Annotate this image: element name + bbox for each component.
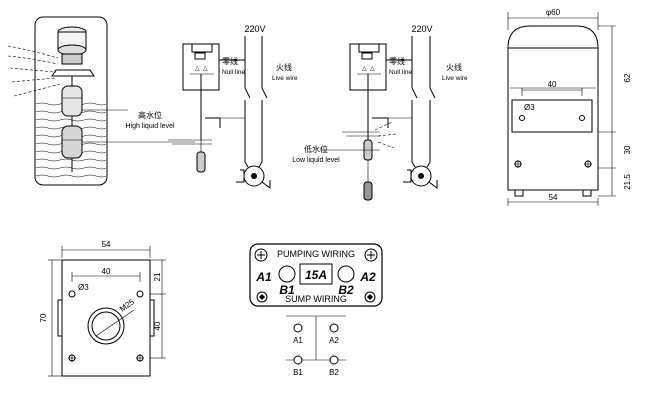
neutral-label-en-1: Null line xyxy=(222,69,246,76)
wiring-diagram-high: 220V △ △ 零线 Null line 火线 Live wire xyxy=(168,24,298,189)
neutral-label-en-2: Null line xyxy=(389,69,413,76)
float-switch-tank-illustration xyxy=(7,16,108,186)
pump-1 xyxy=(236,161,271,189)
low-level-label-cn: 低水位 xyxy=(304,144,328,154)
high-level-label-en: High liquid level xyxy=(125,123,174,130)
terminal-a2: A2 xyxy=(359,270,376,284)
front-hole-span: 40 xyxy=(102,267,111,276)
svg-text:△: △ xyxy=(362,66,367,72)
front-view-drawing: 54 40 Ø3 M25 70 21 40 xyxy=(39,240,166,377)
pin-a2: A2 xyxy=(329,336,339,345)
side-hole-span: 40 xyxy=(548,80,557,89)
live-label-cn-1: 火线 xyxy=(276,62,292,72)
sump-wiring-label: SUMP WIRING xyxy=(285,294,347,304)
pump-2 xyxy=(403,161,438,189)
terminal-block: PUMPING WIRING SUMP WIRING 15A A1 A2 B1 … xyxy=(249,243,383,307)
front-side-mid: 40 xyxy=(153,321,162,330)
front-hole-dia: Ø3 xyxy=(78,283,89,292)
side-view-drawing: φ60 40 Ø3 54 62 30 21 xyxy=(507,8,632,206)
pumping-wiring-label: PUMPING WIRING xyxy=(277,249,355,259)
pin-b1: B1 xyxy=(293,368,303,377)
side-hole-dia: Ø3 xyxy=(524,103,535,112)
pin-a1: A1 xyxy=(293,336,303,345)
rating-label: 15A xyxy=(305,268,327,282)
side-diameter: φ60 xyxy=(546,8,561,17)
pin-schematic: A1 A2 B1 B2 xyxy=(286,315,346,377)
neutral-label-cn-2: 零线 xyxy=(389,56,405,66)
voltage-label-2: 220V xyxy=(411,24,432,34)
terminal-b1: B1 xyxy=(279,283,295,297)
front-width: 54 xyxy=(102,240,111,249)
front-side-top: 21 xyxy=(153,272,162,281)
lower-float xyxy=(61,125,83,159)
neutral-label-cn-1: 零线 xyxy=(222,56,238,66)
side-height-mid: 30 xyxy=(623,145,632,154)
terminal-b2: B2 xyxy=(338,283,354,297)
pin-b2: B2 xyxy=(329,368,339,377)
live-label-cn-2: 火线 xyxy=(446,62,462,72)
svg-text:△: △ xyxy=(370,66,375,72)
svg-text:△: △ xyxy=(195,66,200,72)
side-width-bottom: 54 xyxy=(549,193,558,202)
low-level-label-en: Low liquid level xyxy=(292,157,340,164)
live-label-en-2: Live wire xyxy=(442,75,468,82)
high-level-label-cn: 高水位 xyxy=(138,110,162,120)
side-height-top: 62 xyxy=(623,73,632,82)
side-height-bottom: 21.5 xyxy=(623,174,632,190)
voltage-label-1: 220V xyxy=(244,24,265,34)
svg-text:△: △ xyxy=(203,66,208,72)
terminal-a1: A1 xyxy=(255,270,272,284)
switch-housing xyxy=(51,26,95,77)
wiring-diagram-low: 220V △ △ 零线 Null line 火线 Live wire xyxy=(342,24,468,201)
upper-float xyxy=(61,85,83,117)
live-label-en-1: Live wire xyxy=(272,75,298,82)
front-height: 70 xyxy=(39,313,48,322)
